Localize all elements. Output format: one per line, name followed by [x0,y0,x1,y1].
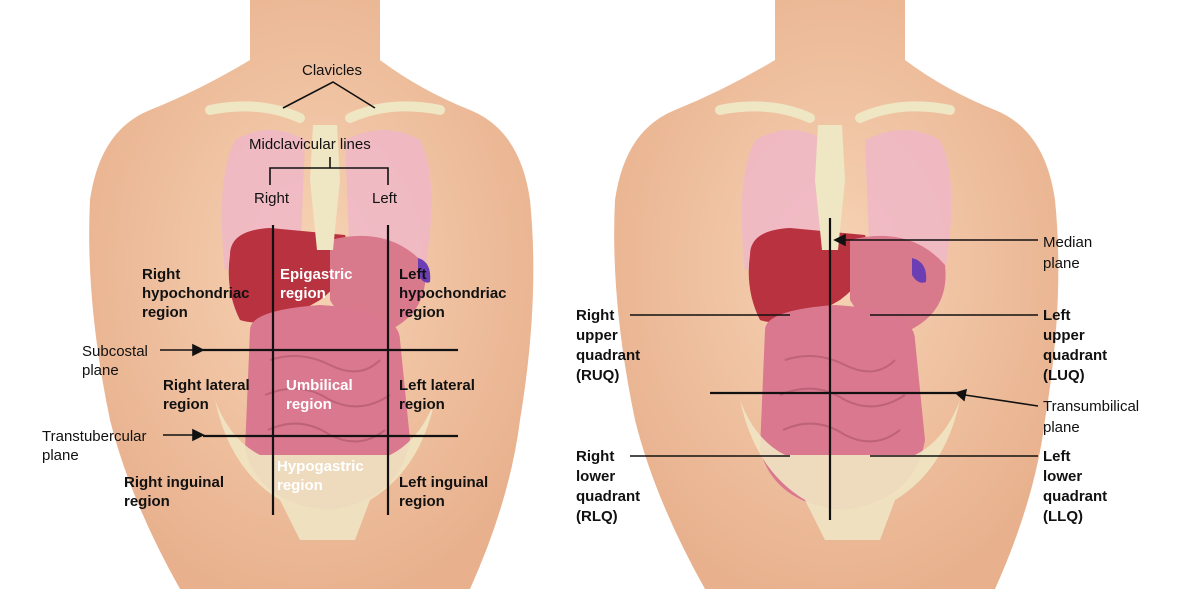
liver [748,228,870,323]
left-inguinal-region-label: Left inguinal region [399,474,489,510]
transtubercular-plane-label: Transtubercular plane [42,428,147,464]
llq-label: Left lower quadrant (LLQ) [1043,448,1108,525]
right-side-label: Right [254,190,290,207]
four-quadrants-panel: Median plane Transumbilical plane Right … [576,0,1200,589]
right-lateral-region-label: Right lateral region [163,377,250,413]
liver [228,228,350,323]
stomach [850,235,946,331]
nine-regions-panel: Clavicles Midclavicular lines Right Left… [42,0,534,589]
left-hypochondriac-region-label: Left hypochondriac region [399,266,507,321]
left-lateral-region-label: Left lateral region [399,377,475,413]
pelvis [740,400,960,540]
luq-label: Left upper quadrant (LUQ) [1043,307,1108,384]
transumbilical-plane-label: Transumbilical plane [1043,398,1140,436]
left-side-label: Left [372,190,398,207]
subcostal-plane-label: Subcostal plane [82,343,148,379]
midclavicular-bracket [269,167,389,185]
ruq-label: Right upper quadrant (RUQ) [576,307,641,384]
umbilical-region-label: Umbilical region [286,377,353,413]
left-clavicle [345,101,445,123]
clavicles-label: Clavicles [302,62,363,79]
sternum [310,125,340,250]
epigastric-region-label: Epigastric region [280,266,353,302]
torso-illustration-regions [89,0,534,589]
sternum [815,125,845,250]
left-lung [865,130,952,270]
rlq-label: Right lower quadrant (RLQ) [576,448,641,525]
right-clavicle [205,101,305,123]
stomach [330,235,426,331]
median-plane-label: Median plane [1043,234,1093,272]
pelvis [215,400,435,540]
right-clavicle [715,101,815,123]
left-lung [345,130,432,270]
spleen [418,258,431,283]
right-inguinal-region-label: Right inguinal region [124,474,224,510]
right-hypochondriac-region-label: Right hypochondriac region [142,266,250,321]
clavicle-pointer [282,81,376,109]
hypogastric-region-label: Hypogastric region [277,458,364,494]
spleen [912,258,927,283]
left-clavicle [855,101,955,123]
midclavicular-lines-label: Midclavicular lines [249,136,371,153]
torso-illustration-quadrants [614,0,1059,589]
